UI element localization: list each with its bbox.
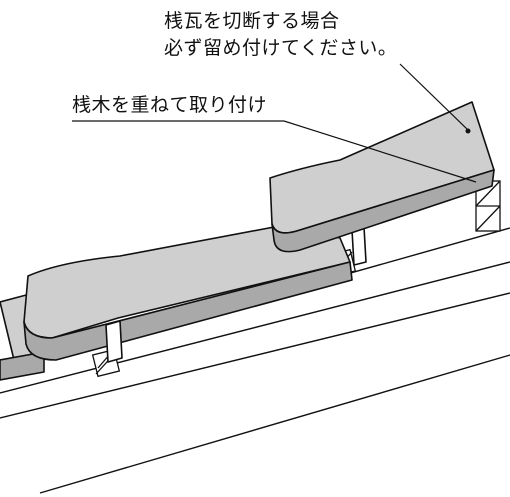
cut-tile-note-line1: 桟瓦を切断する場合 bbox=[164, 10, 340, 32]
cut-tile-note-line2: 必ず留め付けてください。 bbox=[164, 37, 398, 59]
cut-tile-note: 桟瓦を切断する場合 必ず留め付けてください。 bbox=[164, 8, 397, 62]
batten-note: 桟木を重ねて取り付け bbox=[72, 94, 268, 116]
tile-middle bbox=[23, 223, 367, 363]
tile-upper bbox=[269, 101, 495, 253]
leader-dot bbox=[465, 128, 471, 134]
leader-lines bbox=[72, 63, 477, 183]
